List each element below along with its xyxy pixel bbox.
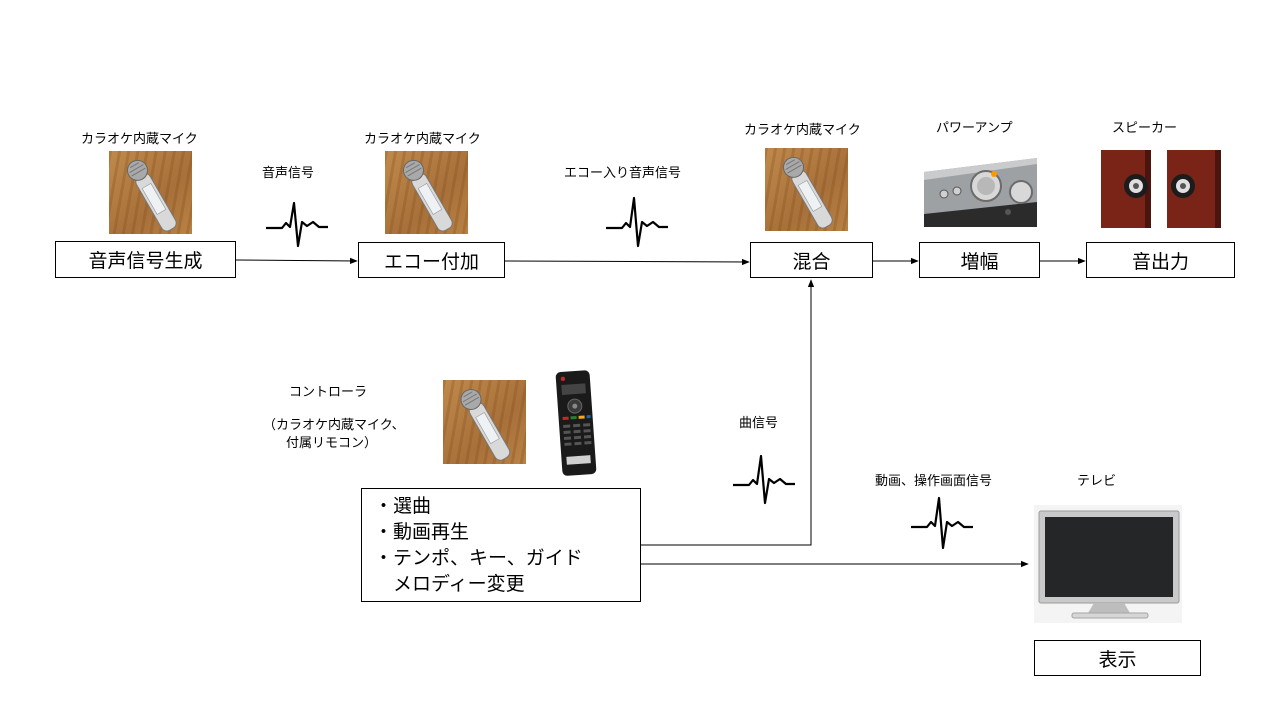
microphone-photo-controller [443, 380, 526, 464]
controller-item-melody-change: メロディー変更 [374, 571, 640, 597]
controller-subcaption-1: （カラオケ内蔵マイク、 [263, 414, 405, 433]
waveform-voice [266, 203, 328, 246]
box-mix: 混合 [750, 242, 873, 278]
microphone-icon [765, 148, 848, 231]
mic-caption-1: カラオケ内蔵マイク [81, 128, 198, 147]
controller-subcaption-2: 付属リモコン） [286, 432, 377, 451]
box-add-echo: エコー付加 [358, 242, 505, 278]
tv-caption: テレビ [1077, 470, 1116, 489]
box-generate-voice-signal: 音声信号生成 [55, 241, 236, 278]
amp-caption: パワーアンプ [936, 117, 1013, 136]
remote-control-photo [552, 368, 602, 478]
television-photo [1034, 505, 1182, 623]
box-amplify: 増幅 [919, 242, 1040, 278]
controller-item-song-select: ・選曲 [374, 493, 640, 519]
controller-caption: コントローラ [289, 381, 367, 400]
speaker-photo [1091, 142, 1225, 233]
microphone-photo-2 [385, 151, 468, 234]
television-icon [1034, 505, 1182, 623]
speaker-caption: スピーカー [1112, 117, 1177, 136]
controller-item-tempo-key-guide: ・テンポ、キー、ガイド [374, 545, 640, 571]
signal-label-video: 動画、操作画面信号 [875, 470, 992, 489]
mic-caption-3: カラオケ内蔵マイク [744, 119, 861, 138]
power-amp-photo [924, 154, 1037, 227]
microphone-icon [385, 151, 468, 234]
signal-label-voice: 音声信号 [262, 162, 314, 181]
microphone-icon [109, 151, 192, 234]
arrow-controller-to-mix [641, 280, 811, 545]
microphone-photo-1 [109, 151, 192, 234]
remote-control-icon [552, 368, 602, 478]
microphone-icon [443, 380, 526, 464]
box-sound-output: 音出力 [1086, 242, 1235, 278]
signal-label-echo-voice: エコー入り音声信号 [564, 162, 681, 181]
controller-function-box: ・選曲 ・動画再生 ・テンポ、キー、ガイド メロディー変更 [361, 488, 641, 602]
waveform-video [911, 498, 973, 548]
mic-caption-2: カラオケ内蔵マイク [364, 128, 481, 147]
box-display: 表示 [1034, 640, 1201, 676]
signal-label-song: 曲信号 [739, 412, 778, 431]
waveform-echo-voice [606, 198, 668, 246]
speaker-icon [1091, 142, 1225, 233]
waveform-song [733, 456, 795, 503]
controller-item-video-play: ・動画再生 [374, 519, 640, 545]
amplifier-icon [924, 154, 1037, 227]
arrow-generate-to-echo [236, 260, 357, 261]
arrow-echo-to-mix [505, 261, 749, 262]
microphone-photo-3 [765, 148, 848, 231]
